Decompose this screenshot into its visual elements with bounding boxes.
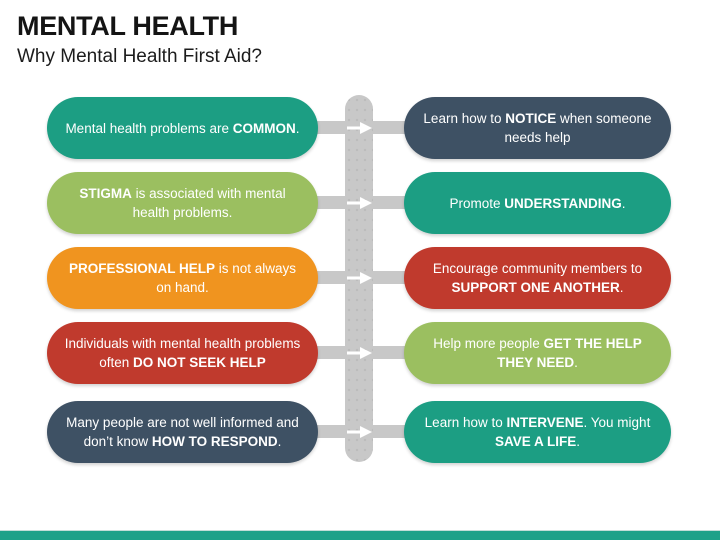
diagram-row-4: Individuals with mental health problems … bbox=[0, 322, 720, 384]
pill-left-5: Many people are not well informed and do… bbox=[47, 401, 318, 463]
pill-text: STIGMA is associated with mental health … bbox=[79, 186, 286, 220]
pill-text: Many people are not well informed and do… bbox=[66, 415, 299, 449]
arrow-right-icon bbox=[347, 122, 373, 134]
diagram-row-5: Many people are not well informed and do… bbox=[0, 401, 720, 463]
footer-accent-bar bbox=[0, 531, 720, 540]
pill-text: Help more people GET THE HELP THEY NEED. bbox=[433, 336, 642, 370]
pill-left-3: PROFESSIONAL HELP is not always on hand. bbox=[47, 247, 318, 309]
arrow-right-icon bbox=[347, 347, 373, 359]
pill-text: Mental health problems are COMMON. bbox=[65, 120, 300, 136]
page-subtitle: Why Mental Health First Aid? bbox=[17, 46, 262, 67]
pill-right-4: Help more people GET THE HELP THEY NEED. bbox=[404, 322, 671, 384]
pill-left-4: Individuals with mental health problems … bbox=[47, 322, 318, 384]
pill-left-2: STIGMA is associated with mental health … bbox=[47, 172, 318, 234]
arrow-right-icon bbox=[347, 272, 373, 284]
pill-text: PROFESSIONAL HELP is not always on hand. bbox=[68, 261, 297, 295]
diagram-row-3: PROFESSIONAL HELP is not always on hand.… bbox=[0, 247, 720, 309]
pill-text: Individuals with mental health problems … bbox=[64, 336, 301, 370]
diagram-row-1: Mental health problems are COMMON. Learn… bbox=[0, 97, 720, 159]
pill-right-5: Learn how to INTERVENE. You might SAVE A… bbox=[404, 401, 671, 463]
pill-text: Encourage community members to SUPPORT O… bbox=[432, 261, 643, 295]
page-title: MENTAL HEALTH bbox=[17, 11, 239, 41]
pill-right-1: Learn how to NOTICE when someone needs h… bbox=[404, 97, 671, 159]
pill-text: Learn how to INTERVENE. You might SAVE A… bbox=[424, 415, 651, 449]
pill-text: Learn how to NOTICE when someone needs h… bbox=[423, 111, 652, 145]
pill-left-1: Mental health problems are COMMON. bbox=[47, 97, 318, 159]
pill-text: Promote UNDERSTANDING. bbox=[449, 195, 626, 211]
pill-right-2: Promote UNDERSTANDING. bbox=[404, 172, 671, 234]
diagram-row-2: STIGMA is associated with mental health … bbox=[0, 172, 720, 234]
pill-right-3: Encourage community members to SUPPORT O… bbox=[404, 247, 671, 309]
arrow-right-icon bbox=[347, 197, 373, 209]
arrow-right-icon bbox=[347, 426, 373, 438]
